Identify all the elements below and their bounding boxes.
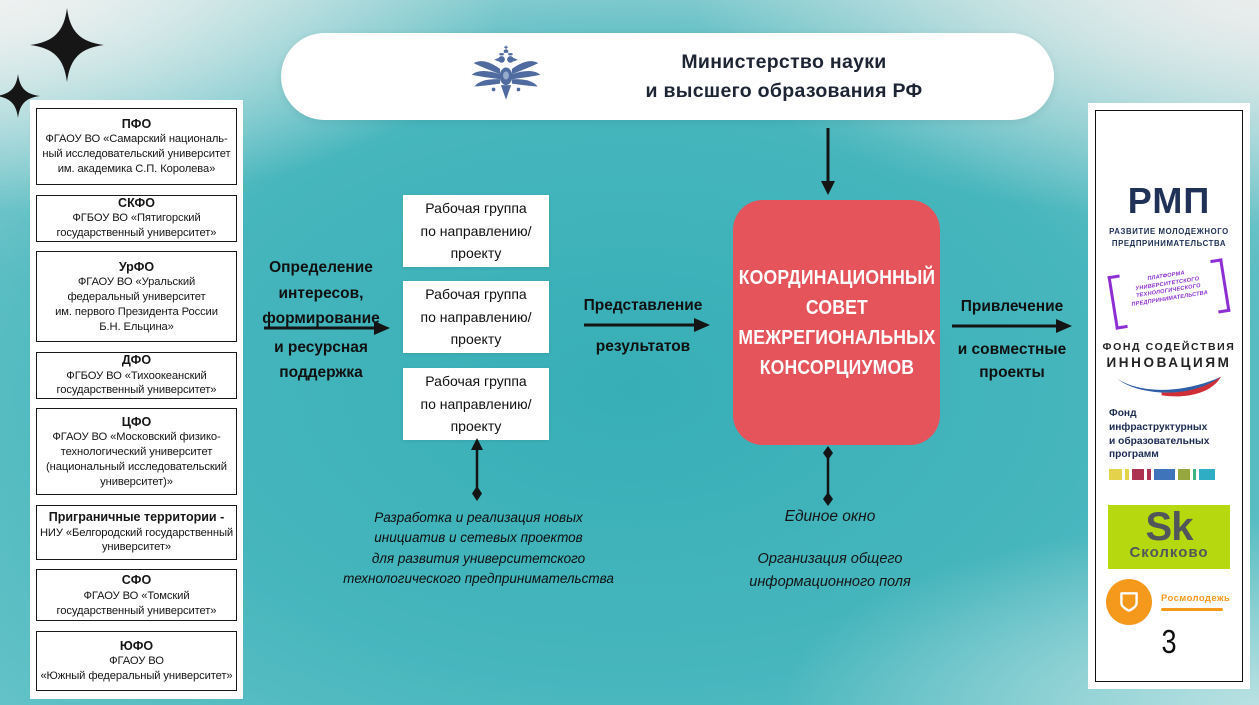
ministry-emblem-icon	[471, 45, 541, 100]
fiop-color-swatch	[1109, 469, 1122, 481]
page-number: 3	[1161, 623, 1177, 660]
university-name: ФГБОУ ВО «Тихоокеанский государственный …	[56, 369, 217, 397]
district-title: ЮФО	[119, 639, 154, 654]
fiop-color-swatch	[1132, 469, 1144, 481]
list-item: СФО ФГАОУ ВО «Томский государственный ун…	[36, 569, 237, 622]
district-title: СКФО	[118, 196, 155, 211]
fiop-color-swatch	[1178, 469, 1190, 481]
connector-up-icon	[471, 438, 483, 501]
fsi-line1: ФОНД СОДЕЙСТВИЯ	[1102, 341, 1236, 353]
district-title: ПФО	[121, 117, 152, 132]
skolkovo-logo-text: Sk	[1145, 505, 1194, 549]
rmp-caption: РАЗВИТИЕ МОЛОДЕЖНОГО ПРЕДПРИНИМАТЕЛЬСТВА	[1109, 227, 1229, 248]
info-field-note: Организация общего информационного поля	[749, 551, 911, 591]
fiop-color-swatch	[1125, 469, 1129, 481]
fiop-caption: Фонд инфраструктурных и образовательных …	[1109, 408, 1210, 461]
university-name: ФГАОУ ВО «Самарский националь- ный иссле…	[42, 133, 231, 176]
list-item: ЮФО ФГАОУ ВО «Южный федеральный универси…	[36, 630, 237, 691]
stage3-label-top: Привлечение	[960, 298, 1064, 315]
list-item: ЦФО ФГАОУ ВО «Московский физико- техноло…	[36, 408, 237, 496]
coordination-council-box: КООРДИНАЦИОННЫЙ СОВЕТ МЕЖРЕГИОНАЛЬНЫХ КО…	[733, 200, 940, 445]
coordination-council-title: КООРДИНАЦИОННЫЙ СОВЕТ МЕЖРЕГИОНАЛЬНЫХ КО…	[737, 266, 936, 379]
university-name: ФГБОУ ВО «Пятигорский государственный ун…	[56, 212, 217, 240]
fiop-color-swatch	[1193, 469, 1196, 481]
stage1-label-bottom: и ресурсная поддержка	[274, 339, 368, 381]
platform-caption: ПЛАТФОРМА УНИВЕРСИТЕТСКОГО ТЕХНОЛОГИЧЕСК…	[1131, 270, 1209, 308]
stage3-label-bottom: и совместные проекты	[957, 341, 1067, 382]
fiop-color-swatch	[1199, 469, 1215, 481]
rmp-logo: РМП РАЗВИТИЕ МОЛОДЕЖНОГО ПРЕДПРИНИМАТЕЛЬ…	[1096, 183, 1242, 249]
fiop-color-swatch	[1154, 469, 1175, 481]
list-item: Приграничные территории - НИУ «Белгородс…	[36, 504, 237, 560]
working-group-box: Рабочая группа по направлению/ проекту	[403, 195, 549, 267]
arrow-right-icon	[264, 321, 390, 335]
stage1-label-top: Определение интересов, формирование	[262, 259, 380, 328]
rosmolodezh-caption-wrap: Росмолодежь	[1161, 593, 1230, 611]
sparkle-icon	[0, 74, 40, 118]
arrow-down-icon	[821, 128, 835, 195]
stage2-label-bottom: результатов	[595, 338, 691, 355]
university-name: ФГАОУ ВО «Московский физико- технологиче…	[46, 431, 227, 488]
rosmolodezh-logo: Росмолодежь	[1106, 579, 1230, 625]
fiop-color-bar	[1109, 469, 1234, 481]
shield-icon	[1120, 592, 1138, 612]
partners-panel: РМП РАЗВИТИЕ МОЛОДЕЖНОГО ПРЕДПРИНИМАТЕЛЬ…	[1095, 110, 1243, 682]
rosmolodezh-circle	[1106, 579, 1152, 625]
stage2-label-top: Представление	[583, 297, 703, 314]
fsi-line2: ИННОВАЦИЯМ	[1106, 355, 1232, 370]
university-name: ФГАОУ ВО «Уральский федеральный универси…	[55, 276, 218, 333]
arrow-right-icon	[584, 318, 710, 332]
sparkle-icon	[30, 8, 104, 82]
district-title: УрФО	[118, 259, 155, 274]
list-item: ПФО ФГАОУ ВО «Самарский националь- ный и…	[36, 108, 237, 185]
arrow-right-icon	[952, 319, 1072, 333]
skolkovo-caption: Сколково	[1129, 544, 1209, 561]
list-item: СКФО ФГБОУ ВО «Пятигорский государственн…	[36, 194, 237, 242]
skolkovo-logo: Sk Сколково	[1108, 505, 1230, 569]
rmp-logo-text: РМП	[1127, 180, 1211, 221]
university-name: НИУ «Белгородский государственный универ…	[39, 526, 234, 554]
district-title: Приграничные территории -	[48, 510, 225, 525]
list-item: УрФО ФГАОУ ВО «Уральский федеральный уни…	[36, 251, 237, 343]
working-group-box: Рабочая группа по направлению/ проекту	[403, 368, 549, 440]
university-name: ФГАОУ ВО «Томский государственный универ…	[56, 589, 217, 617]
rosmolodezh-caption: Росмолодежь	[1161, 593, 1231, 604]
working-group-box: Рабочая группа по направлению/ проекту	[403, 281, 549, 353]
district-title: ДФО	[121, 353, 152, 368]
fsi-swoosh-icon	[1117, 376, 1221, 397]
ministry-banner: Министерство науки и высшего образования…	[281, 33, 1054, 120]
rosmolodezh-underline	[1161, 608, 1223, 611]
list-item: ДФО ФГБОУ ВО «Тихоокеанский государствен…	[36, 351, 237, 399]
ministry-title: Министерство науки и высшего образования…	[645, 51, 923, 102]
district-title: СФО	[121, 573, 152, 588]
fiop-logo: Фонд инфраструктурных и образовательных …	[1109, 407, 1234, 481]
working-groups-note: Разработка и реализация новых инициатив …	[343, 510, 614, 586]
single-window-label: Единое окно	[784, 508, 876, 525]
universities-panel: ПФО ФГАОУ ВО «Самарский националь- ный и…	[30, 100, 243, 699]
fsi-logo: ФОНД СОДЕЙСТВИЯ ИННОВАЦИЯМ	[1096, 341, 1242, 404]
fiop-color-swatch	[1147, 469, 1151, 481]
connector-down-icon	[823, 446, 833, 506]
platform-logo: ПЛАТФОРМА УНИВЕРСИТЕТСКОГО ТЕХНОЛОГИЧЕСК…	[1107, 258, 1231, 330]
university-name: ФГАОУ ВО «Южный федеральный университет»	[40, 655, 233, 683]
district-title: ЦФО	[121, 415, 152, 430]
